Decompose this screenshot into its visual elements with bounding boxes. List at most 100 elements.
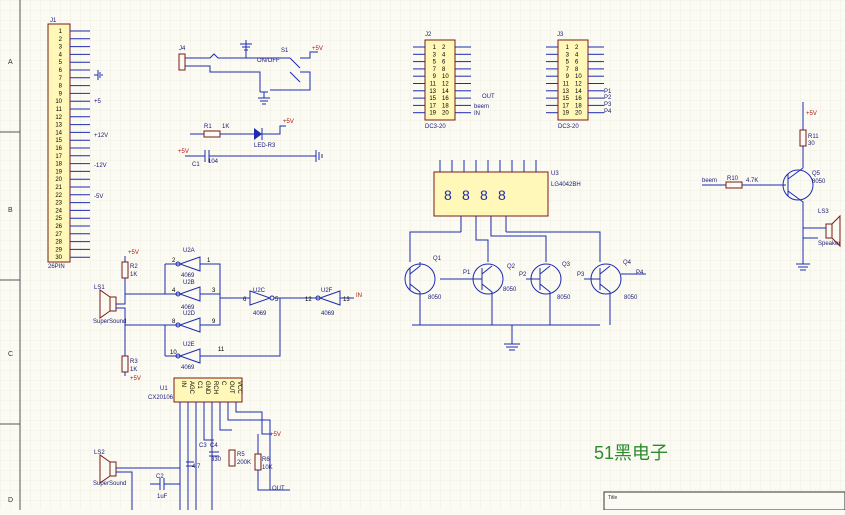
j1-pin-19: 19: [55, 169, 62, 175]
s1-plus5: +5V: [312, 46, 323, 52]
u1-ref: U1: [160, 386, 168, 392]
u2a-value: 4069: [181, 273, 195, 279]
j1-pin-2: 2: [59, 37, 63, 43]
j1-pin-3: 3: [59, 45, 63, 51]
j1-pin-27: 27: [55, 232, 62, 238]
transistor-q2: Q2 8050 P1: [463, 263, 517, 325]
j3-pin-1: 1: [566, 45, 570, 51]
q4-ref: Q4: [623, 260, 632, 266]
q2-ref: Q2: [507, 264, 516, 270]
j2-pin-12: 12: [442, 82, 449, 88]
c1-ref: C1: [192, 162, 200, 168]
j3-p3: P3: [604, 102, 612, 108]
u1-pin-vcc: VCC: [236, 381, 242, 394]
j1-pin-25: 25: [55, 216, 62, 222]
j1-pin-1: 1: [59, 29, 63, 35]
u3-value: LG4042BH: [551, 182, 581, 188]
ls1-ref: LS1: [94, 285, 105, 291]
j2-pin-17: 17: [429, 103, 436, 109]
u1-pin-rch: RCH: [212, 381, 218, 394]
j2-pin-13: 13: [429, 89, 436, 95]
led-ref: LED-R3: [254, 143, 276, 149]
j2-beem: beem: [474, 104, 489, 110]
j1-pin-14: 14: [55, 130, 62, 136]
j3-ref: J3: [557, 32, 564, 38]
j2-pin-3: 3: [433, 52, 437, 58]
inverter-u2a: U2A 2 1 4069: [165, 248, 221, 294]
r2-plus5: +5V: [128, 250, 139, 256]
r5-value: 200K: [237, 460, 251, 466]
j1-pin-26: 26: [55, 224, 62, 230]
r6-plus5: +5V: [270, 432, 281, 438]
c4-value: 330: [211, 457, 222, 463]
u2e-pin-out: 11: [218, 347, 225, 353]
j3-pin-15: 15: [562, 96, 569, 102]
j1-pin-8: 8: [59, 84, 63, 90]
ls3-ref: LS3: [818, 209, 829, 215]
u2b-pin-out: 3: [212, 288, 216, 294]
j2-pin-4: 4: [442, 52, 446, 58]
j3-pin-9: 9: [566, 74, 570, 80]
u1-pin-out: OUT: [228, 381, 234, 394]
inverter-u2f: U2F 12 13 4069 IN: [305, 288, 362, 317]
j1-pin-28: 28: [55, 240, 62, 246]
j1-net-m12: -12V: [94, 163, 107, 169]
j2-pin-10: 10: [442, 74, 449, 80]
r1-ref: R1: [204, 124, 212, 130]
j3-pin-10: 10: [575, 74, 582, 80]
watermark-text: 51黑电子: [594, 443, 668, 463]
j3-pin-7: 7: [566, 67, 570, 73]
j1-value: 26PIN: [48, 264, 65, 270]
j3-pin-20: 20: [575, 111, 582, 117]
ls3-value: Speaker: [818, 241, 840, 247]
speaker-driver: +5V R11 30 beem R10 4.7K Q5 8050 LS3 Spe…: [702, 102, 841, 271]
j3-pin-17: 17: [562, 103, 569, 109]
u1-pin-agc: AGC: [188, 381, 194, 395]
power-switch-circuit: J4 S1 ON/OFF +5V: [178, 40, 323, 105]
j2-out: OUT: [482, 94, 495, 100]
q4-out: P4: [636, 270, 644, 276]
j3-pin-19: 19: [562, 111, 569, 117]
j1-pin-24: 24: [55, 208, 62, 214]
r10-value: 4.7K: [746, 178, 758, 184]
u3-digit-3: 8: [480, 187, 488, 203]
j3-pin-3: 3: [566, 52, 570, 58]
q3-value: 8050: [557, 295, 571, 301]
u2f-in-net: IN: [356, 293, 362, 299]
title-block-label: Title: [608, 495, 617, 501]
q3-ref: Q3: [562, 262, 571, 268]
u2b-value: 4069: [181, 305, 195, 311]
u1-pin-gnd: GND: [204, 381, 210, 395]
j2-in: IN: [474, 111, 480, 117]
j3-pin-5: 5: [566, 60, 570, 66]
u2d-pin-in: 8: [172, 319, 176, 325]
j3-pin-4: 4: [575, 52, 579, 58]
j3-pin-16: 16: [575, 96, 582, 102]
j1-pin-12: 12: [55, 115, 62, 121]
u1-value: CX20106: [148, 395, 174, 401]
u3-digit-4: 8: [498, 187, 506, 203]
j1-pin-13: 13: [55, 123, 62, 129]
j2-pin-11: 11: [430, 82, 437, 88]
j1-pin-4: 4: [59, 52, 63, 58]
r6-ref: R6: [262, 457, 270, 463]
u2c-ref: U2C: [253, 288, 266, 294]
inverter-u2d: U2D 8 9: [165, 298, 221, 333]
u3-digit-2: 8: [462, 187, 470, 203]
j2-pin-8: 8: [442, 67, 446, 73]
q4-net: P3: [577, 272, 585, 278]
j4-ref: J4: [179, 46, 186, 52]
j3-value: DC3-20: [558, 124, 579, 130]
connector-j1: J1 1234567891011121314151617181920212223…: [47, 18, 108, 270]
j3-pin-12: 12: [575, 82, 582, 88]
j2-pin-15: 15: [429, 96, 436, 102]
r2-value: 1K: [130, 272, 137, 278]
j1-net-5: +5: [94, 99, 102, 105]
led-plus5: +5V: [283, 119, 294, 125]
j2-pin-2: 2: [442, 45, 446, 51]
q1-value: 8050: [428, 295, 442, 301]
r11-plus5: +5V: [806, 111, 817, 117]
c2-ref: C2: [156, 474, 164, 480]
